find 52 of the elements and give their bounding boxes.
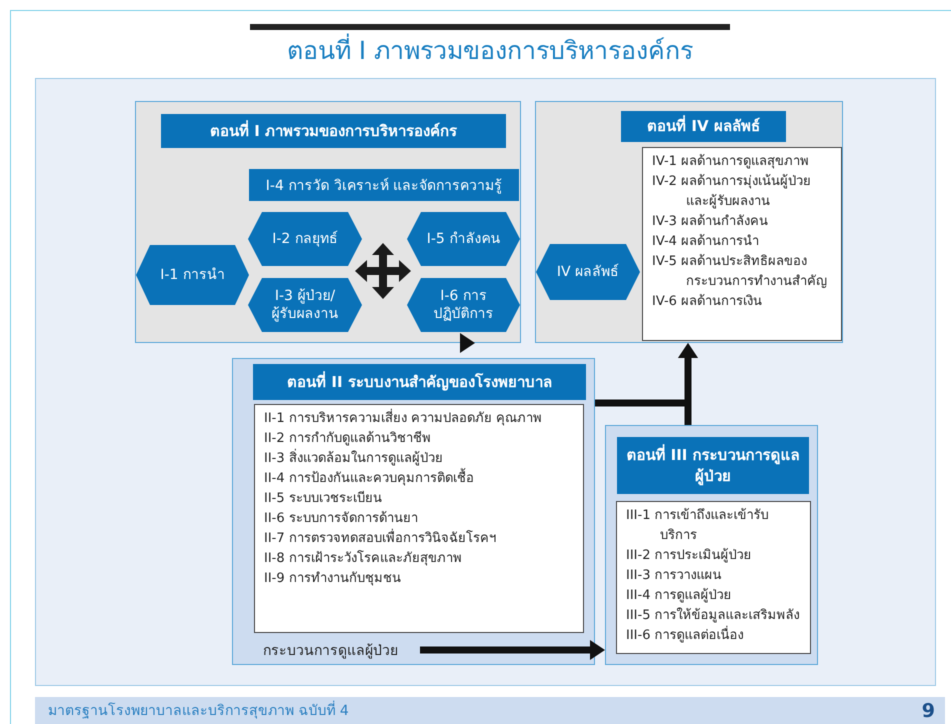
section-panel [135, 101, 521, 343]
section-heading: ตอนที่ II ระบบงานสำคัญของโรงพยาบาล [253, 364, 586, 400]
hexagon-shape [136, 245, 249, 305]
item-list [254, 404, 584, 633]
hexagon-label: I-6 การปฏิบัติการ [432, 286, 494, 324]
item-list [616, 501, 811, 654]
hexagon-label: I-5 กำลังคน [426, 230, 502, 249]
list-item: IV-4 ผลด้านการนำ [652, 233, 760, 251]
list-item: II-9 การทำงานกับชุมชน [264, 570, 402, 588]
list-item: II-3 สิ่งแวดล้อมในการดูแลผู้ป่วย [264, 449, 577, 469]
hexagon-label: IV ผลลัพธ์ [556, 262, 620, 282]
section-heading: ตอนที่ I ภาพรวมของการบริหารองค์กร [161, 114, 506, 148]
list-item: II-5 ระบบเวชระเบียน [264, 490, 383, 508]
hexagon-shape [407, 278, 520, 332]
list-item: III-6 การดูแลต่อเนื่อง [626, 626, 804, 646]
arrow [678, 343, 698, 425]
list-item: II-7 การตรวจทดสอบเพื่อการวินิจฉัยโรคฯ [264, 529, 577, 549]
hexagon-shape [407, 212, 520, 266]
list-item: II-4 การป้องกันและควบคุมการติดเชื้อ [264, 469, 577, 489]
section-heading: ตอนที่ IV ผลลัพธ์ [621, 111, 786, 142]
list-item: III-4 การดูแลผู้ป่วย [626, 587, 733, 605]
item-list [642, 147, 842, 341]
section-panel [232, 358, 595, 665]
list-item: IV-6 ผลด้านการเงิน [652, 293, 764, 311]
list-item: II-6 ระบบการจัดการด้านยา [264, 510, 419, 528]
list-item: IV-5 ผลด้านประสิทธิผลของ กระบวนการทำงานสำคัญ [652, 253, 828, 291]
hexagon-label: I-1 การนำ [159, 266, 226, 285]
hexagon-label: I-2 กลยุทธ์ [271, 230, 339, 249]
footer-text: มาตรฐานโรงพยาบาลและบริการสุขภาพ ฉบับที่ 4 [48, 699, 548, 723]
diagram-title: ตอนที่ I ภาพรวมของการบริหารองค์กร [250, 34, 730, 68]
list-item: IV-3 ผลด้านกำลังคน [652, 213, 770, 231]
list-item: II-8 การเฝ้าระวังโรคและภัยสุขภาพ [264, 549, 463, 568]
process-label: กระบวนการดูแลผู้ป่วย [263, 639, 413, 663]
arrow [420, 640, 605, 660]
list-item: III-3 การวางแผน [626, 567, 723, 585]
topic-label: I-4 การวัด วิเคราะห์ และจัดการความรู้ [266, 176, 502, 196]
hexagon-shape [248, 212, 362, 266]
list-item: III-5 การให้ข้อมูลและเสริมพลัง [626, 606, 801, 625]
list-item: III-1 การเข้าถึงและเข้ารับบริการ [626, 507, 770, 545]
list-item: III-2 การประเมินผู้ป่วย [626, 547, 753, 565]
section-panel [605, 425, 818, 665]
topic-bar [249, 169, 519, 201]
section-heading: ตอนที่ III กระบวนการดูแลผู้ป่วย [617, 437, 809, 494]
hexagon-shape [248, 278, 362, 332]
hexagon-shape [536, 244, 640, 300]
list-item: IV-1 ผลด้านการดูแลสุขภาพ [652, 153, 810, 171]
section-panel [535, 101, 843, 343]
page-number: 9 [920, 699, 935, 723]
list-item: II-1 การบริหารความเสี่ยง ความปลอดภัย คุณภาพ [264, 409, 577, 429]
list-item: IV-2 ผลด้านการมุ่งเน้นผู้ป่วย และผู้รับผลงาน [652, 173, 812, 211]
list-item: II-2 การกำกับดูแลด้านวิชาชีพ [264, 430, 432, 448]
hexagon-label: I-3 ผู้ป่วย/ ผู้รับผลงาน [270, 286, 340, 324]
